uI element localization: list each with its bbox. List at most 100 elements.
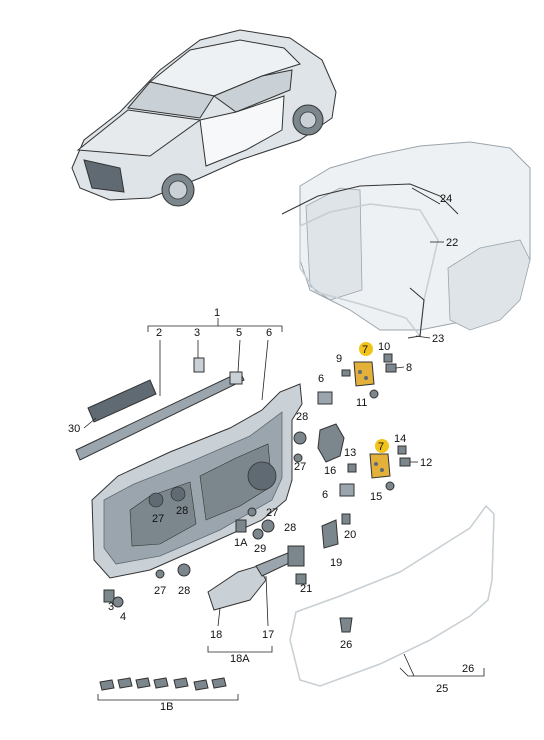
car-rear-wheel-rim (299, 111, 317, 129)
door-speaker-opening (247, 461, 277, 491)
label-9: 9 (336, 353, 342, 365)
label-28-mid: 28 (284, 522, 296, 534)
label-10: 10 (378, 341, 390, 353)
label-28-cutout: 28 (176, 505, 188, 517)
car-overview-illustration (71, 29, 337, 207)
door-handle-18 (207, 565, 267, 611)
car-door-highlight (199, 95, 285, 167)
label-25: 25 (436, 683, 448, 695)
callout-badge-7-bottom (375, 439, 389, 453)
damping-mat-30 (87, 379, 157, 423)
label-1B: 1B (160, 701, 173, 713)
door-frame-seal-24 (281, 183, 459, 215)
bolt-1A (235, 519, 247, 533)
hardware-parts (99, 353, 495, 691)
label-16: 16 (324, 465, 336, 477)
label-18A: 18A (230, 653, 250, 665)
sill-seal-23 (407, 287, 425, 339)
screw-set-1B-3 (135, 677, 151, 689)
label-19: 19 (330, 557, 342, 569)
label-17: 17 (262, 629, 274, 641)
clip-5 (229, 371, 243, 385)
carrier-bracket (287, 545, 305, 567)
hinge-7-top-hole-1 (358, 370, 362, 374)
nut-11 (369, 389, 379, 399)
hinge-7-bottom-hole-2 (380, 468, 384, 472)
label-11: 11 (356, 397, 367, 409)
bolt-21 (295, 573, 307, 585)
label-1: 1 (214, 307, 220, 319)
label-24: 24 (440, 193, 452, 205)
hinge-7-bottom-hole-1 (374, 462, 378, 466)
label-7-top: 7 (362, 344, 368, 356)
label-6-top: 6 (318, 373, 324, 385)
bracket-6-top (317, 391, 333, 405)
plug-29 (252, 528, 264, 540)
leader-23 (415, 335, 431, 339)
label-12: 12 (420, 457, 432, 469)
door-seal-25-inner (289, 504, 495, 687)
leader-6 (261, 339, 269, 401)
label-5: 5 (236, 327, 242, 339)
plug-28-bottom (177, 563, 191, 577)
label-21: 21 (300, 583, 312, 595)
label-4: 4 (120, 611, 126, 623)
hinge-7-bottom (369, 453, 391, 479)
door-strips (75, 371, 245, 461)
car-grille (83, 159, 125, 193)
label-27-bottom: 27 (154, 585, 166, 597)
label-18: 18 (210, 629, 222, 641)
bolt-8 (385, 363, 397, 373)
check-strap-19 (321, 519, 339, 549)
label-6: 6 (266, 327, 272, 339)
label-7-bottom: 7 (378, 441, 384, 453)
nut-4 (112, 596, 124, 608)
leader-18 (217, 607, 221, 627)
bracket-1B (97, 694, 239, 701)
callout-badge-7-top (359, 342, 373, 356)
label-23: 23 (432, 333, 444, 345)
label-15: 15 (370, 491, 382, 503)
door-drain-hole-1 (148, 492, 164, 508)
bolt-3-top (193, 357, 205, 373)
label-8: 8 (406, 362, 412, 374)
label-27-right: 27 (294, 461, 306, 473)
label-27-cutout: 27 (152, 513, 164, 525)
label-13: 13 (344, 447, 356, 459)
car-side-window (212, 69, 293, 113)
label-3-top: 3 (194, 327, 200, 339)
leader-30 (83, 417, 97, 429)
door-lock-16 (317, 423, 345, 463)
plug-28-mid (261, 519, 275, 533)
label-22: 22 (446, 237, 458, 249)
plug-27-mid (247, 507, 257, 517)
leader-24 (411, 187, 441, 205)
screw-set-1B-7 (211, 677, 227, 689)
label-6-bottom: 6 (322, 489, 328, 501)
body-door-frame-illustration (281, 141, 531, 339)
bracket-1 (147, 318, 283, 332)
label-27-mid: 27 (266, 507, 278, 519)
door-drain-hole-2 (170, 486, 186, 502)
hinge-7-top (353, 361, 375, 387)
bracket-6-bottom (339, 483, 355, 497)
screw-set-1B-5 (173, 677, 189, 689)
leader-25-seal (403, 653, 415, 677)
leader-5 (237, 339, 241, 373)
screw-9 (341, 369, 351, 377)
screw-set-1B-2 (117, 677, 133, 689)
clip-26 (339, 617, 353, 633)
part-labels: 1 2 3 5 6 30 28 27 16 27 28 27 28 1A 29 … (68, 193, 474, 713)
body-rear-panel (447, 239, 531, 331)
screw-13 (347, 463, 357, 473)
label-14: 14 (394, 433, 406, 445)
plug-28-right (293, 431, 307, 445)
car-hood (76, 109, 202, 157)
window-strip-2 (75, 371, 245, 461)
plug-27-bottom (155, 569, 165, 579)
car-front-wheel-rim (168, 180, 188, 200)
label-26-bracket: 26 (462, 663, 474, 675)
plug-27-right (293, 453, 303, 463)
body-a-pillar (305, 187, 363, 301)
